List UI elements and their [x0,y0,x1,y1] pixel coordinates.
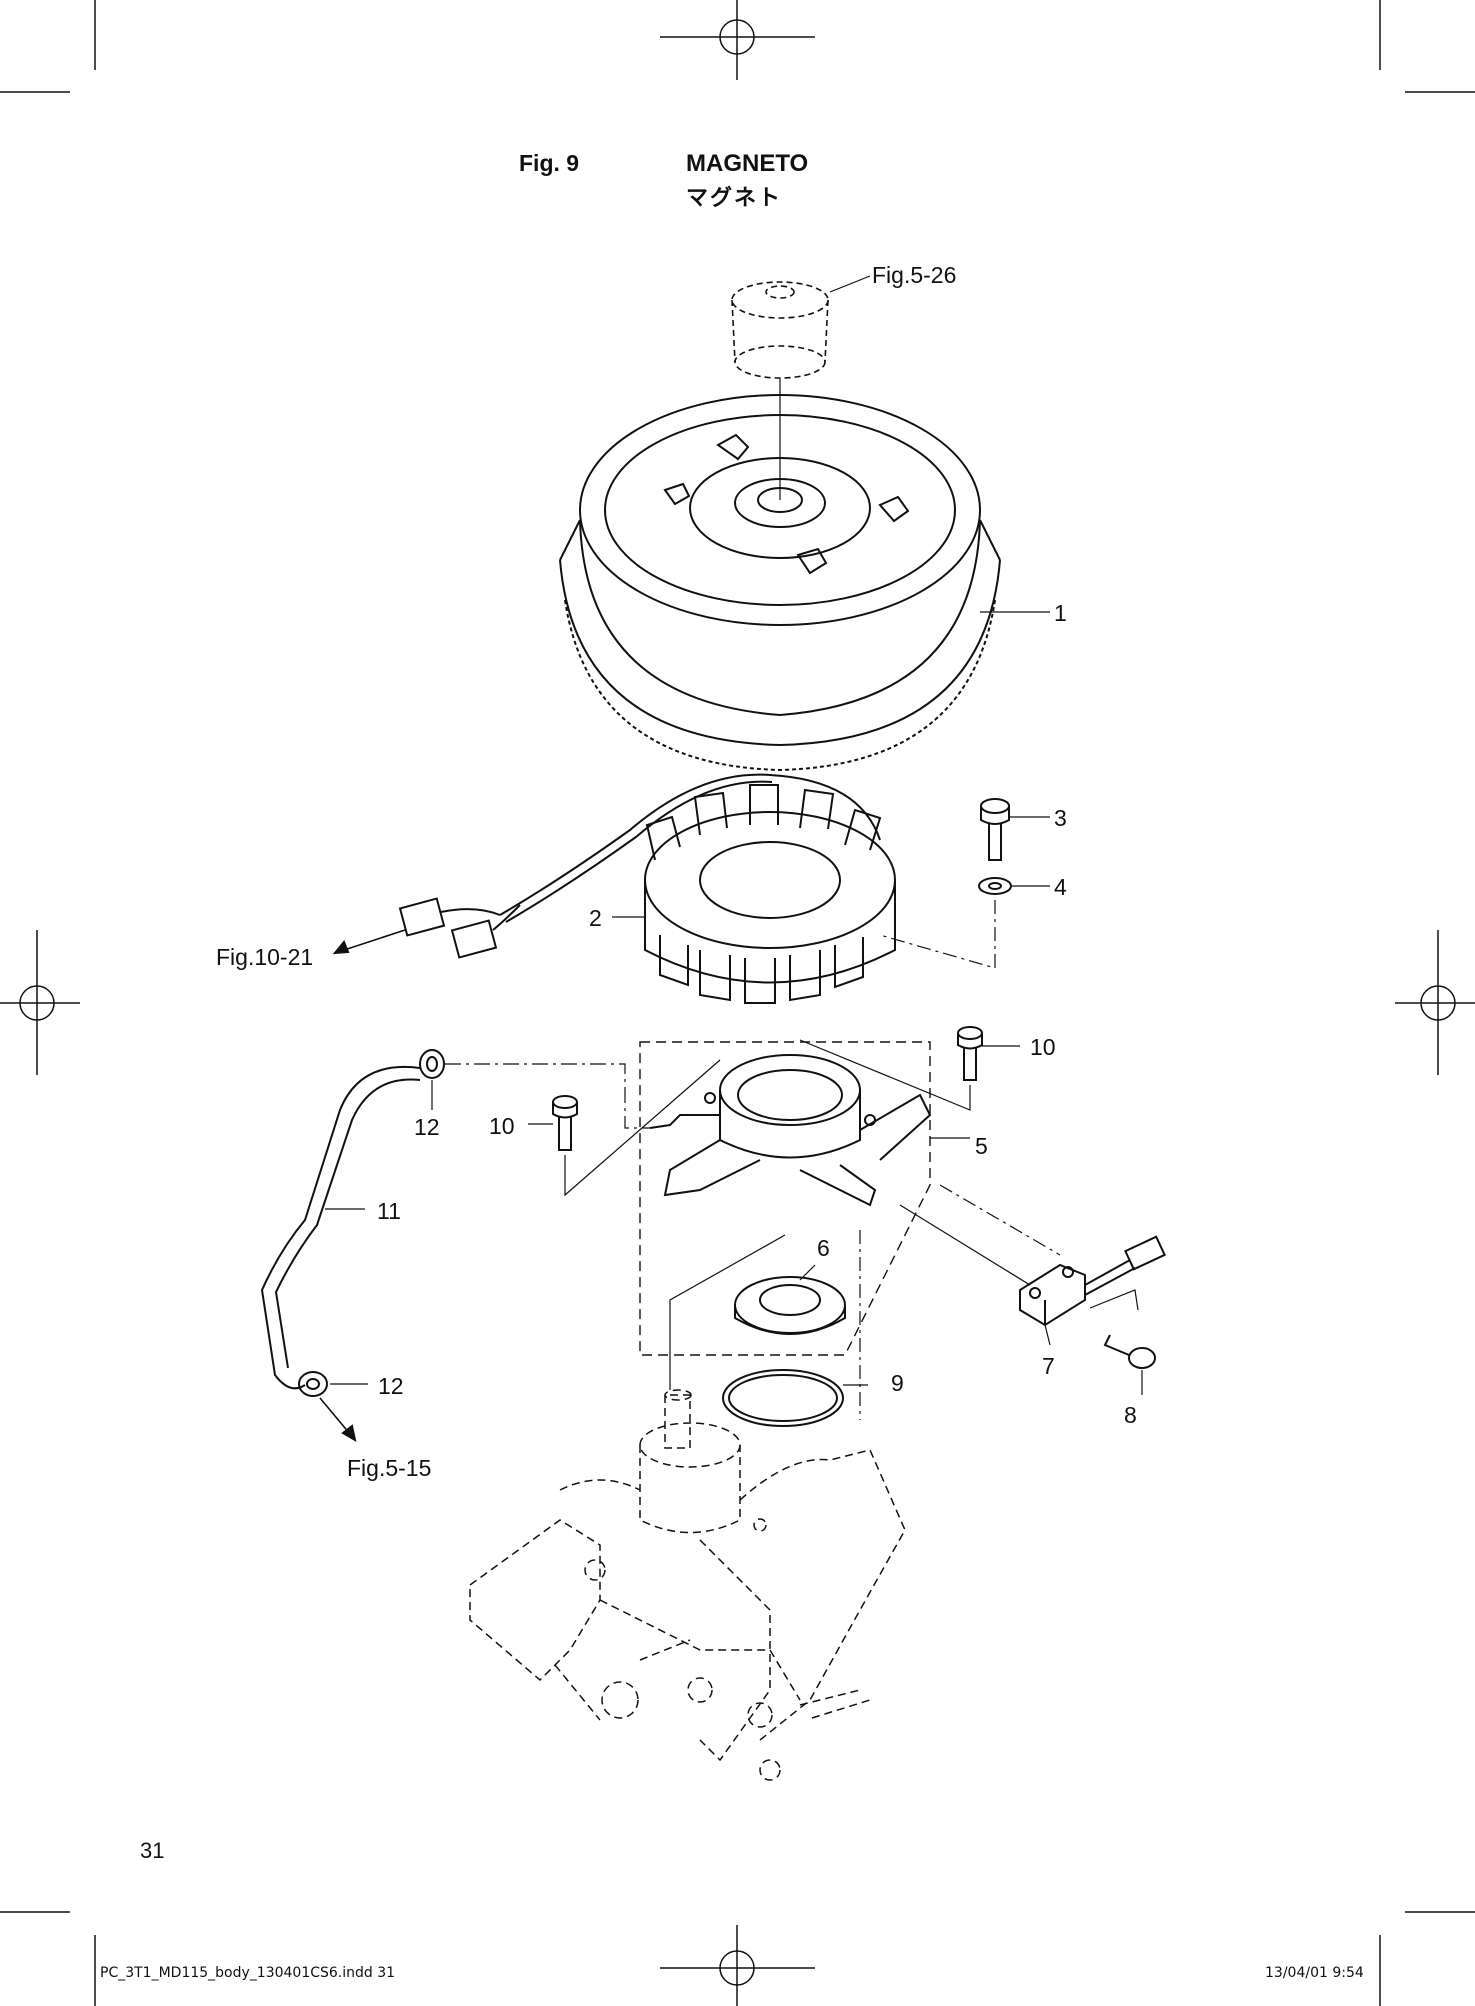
washer-part-4 [978,877,1012,895]
bolt-part-10-right [957,1026,983,1081]
figure-title: MAGNETO [686,150,809,177]
callout-9: 9 [891,1370,904,1396]
crankcase-reference [469,1389,906,1781]
housing-part-5 [649,1054,932,1207]
flywheel-part-1 [559,394,1001,772]
callout-1: 1 [1054,600,1067,626]
callout-12-bottom: 12 [378,1373,404,1399]
callout-7: 7 [1042,1353,1055,1379]
callout-5: 5 [975,1133,988,1159]
callout-leaders [325,275,1143,1395]
reference-fig-5-26: Fig.5-26 [872,262,957,288]
clamp-part-12-top [419,1049,445,1079]
stator-harness [398,773,881,959]
o-ring-part-9 [722,1369,844,1427]
callout-4: 4 [1054,874,1067,900]
bolt-part-3 [980,798,1010,861]
screw-part-8 [1103,1334,1156,1369]
file-timestamp: 13/04/01 9:54 [1265,1965,1364,1981]
figure-title-japanese: マグネト [686,186,783,211]
callout-3: 3 [1054,805,1067,831]
figure-number: Fig. 9 [519,150,580,176]
oil-seal-part-6 [734,1276,846,1335]
reference-fig-10-21: Fig.10-21 [216,944,314,970]
registration-mark-right [1395,930,1475,1075]
registration-mark-top [660,0,815,80]
stator-part-2 [644,784,896,1004]
file-slug: PC_3T1_MD115_body_130401CS6.indd 31 [100,1965,396,1981]
flywheel-nut-reference [731,281,829,379]
pulser-coil-part-7 [1019,1235,1166,1327]
callout-2: 2 [589,905,602,931]
registration-mark-left [0,930,80,1075]
page-number: 31 [140,1838,165,1863]
reference-fig-5-15: Fig.5-15 [347,1455,432,1481]
bolt-part-10-left [552,1095,578,1151]
hose-part-11 [260,1066,421,1390]
callout-10-right: 10 [1030,1034,1056,1060]
dashed-group-box [639,1041,931,1356]
callout-12-top: 12 [414,1114,440,1140]
clamp-part-12-bottom [298,1371,328,1397]
callout-10-left: 10 [489,1113,515,1139]
callout-6: 6 [817,1235,830,1261]
callout-8: 8 [1124,1402,1137,1428]
registration-mark-bottom [660,1925,815,2006]
callout-11: 11 [377,1198,401,1224]
